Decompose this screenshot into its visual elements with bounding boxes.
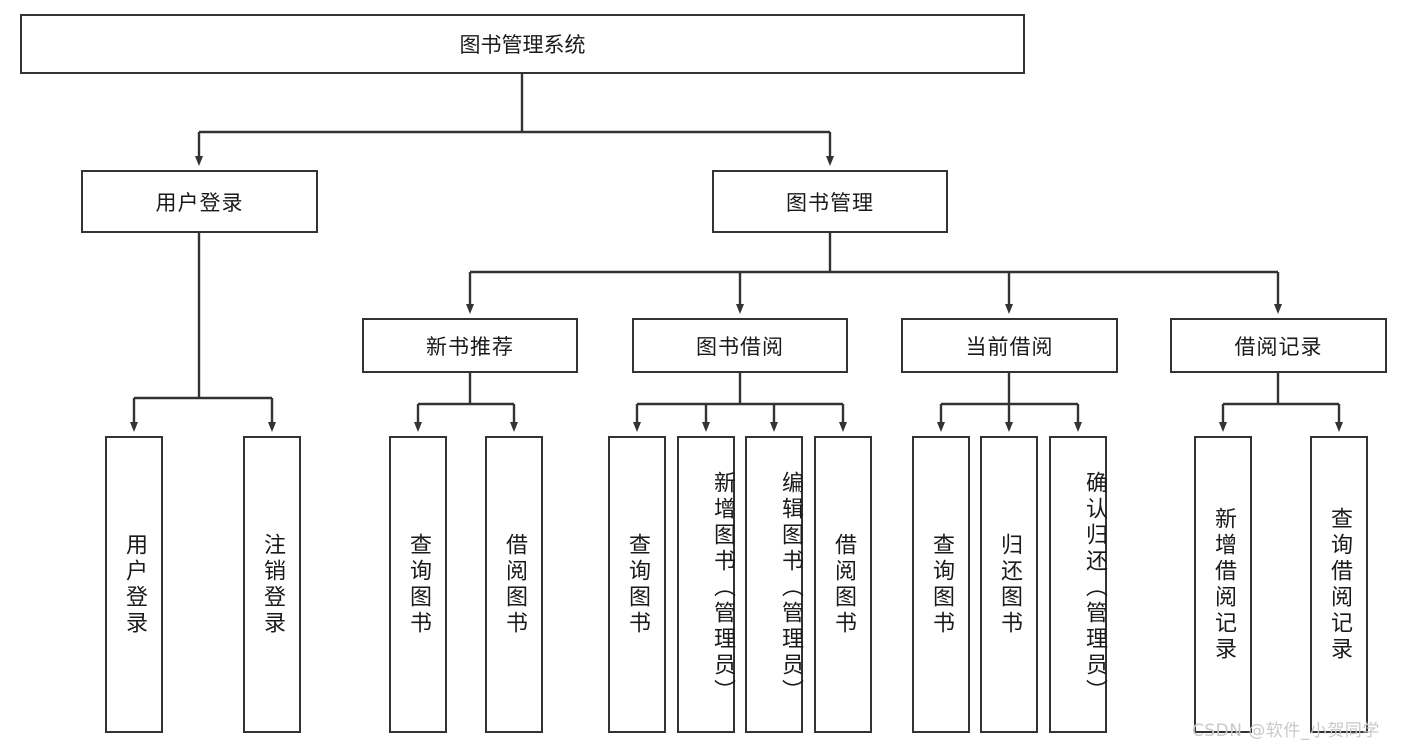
leaf-current-borrow-confirm-return-admin[interactable]: 确认归还（管理员） bbox=[1049, 436, 1107, 733]
node-root-book-management-system[interactable]: 图书管理系统 bbox=[20, 14, 1025, 74]
node-book-management[interactable]: 图书管理 bbox=[712, 170, 948, 233]
leaf-current-borrow-query-books[interactable]: 查询图书 bbox=[912, 436, 970, 733]
leaf-user-login-logout[interactable]: 注销登录 bbox=[243, 436, 301, 733]
leaf-book-borrow-query-books[interactable]: 查询图书 bbox=[608, 436, 666, 733]
leaf-borrow-record-add-record[interactable]: 新增借阅记录 bbox=[1194, 436, 1252, 733]
leaf-new-book-borrow-books[interactable]: 借阅图书 bbox=[485, 436, 543, 733]
node-user-login[interactable]: 用户登录 bbox=[81, 170, 318, 233]
node-borrow-record[interactable]: 借阅记录 bbox=[1170, 318, 1387, 373]
watermark-csdn: CSDN @软件_小贺同学 bbox=[1192, 721, 1380, 741]
leaf-book-borrow-borrow-books[interactable]: 借阅图书 bbox=[814, 436, 872, 733]
leaf-current-borrow-return-books[interactable]: 归还图书 bbox=[980, 436, 1038, 733]
leaf-user-login-login[interactable]: 用户登录 bbox=[105, 436, 163, 733]
leaf-book-borrow-edit-book-admin[interactable]: 编辑图书（管理员） bbox=[745, 436, 803, 733]
node-new-book-recommend[interactable]: 新书推荐 bbox=[362, 318, 578, 373]
node-book-borrow[interactable]: 图书借阅 bbox=[632, 318, 848, 373]
leaf-book-borrow-add-book-admin[interactable]: 新增图书（管理员） bbox=[677, 436, 735, 733]
leaf-new-book-query-books[interactable]: 查询图书 bbox=[389, 436, 447, 733]
leaf-borrow-record-query-record[interactable]: 查询借阅记录 bbox=[1310, 436, 1368, 733]
node-current-borrow[interactable]: 当前借阅 bbox=[901, 318, 1118, 373]
